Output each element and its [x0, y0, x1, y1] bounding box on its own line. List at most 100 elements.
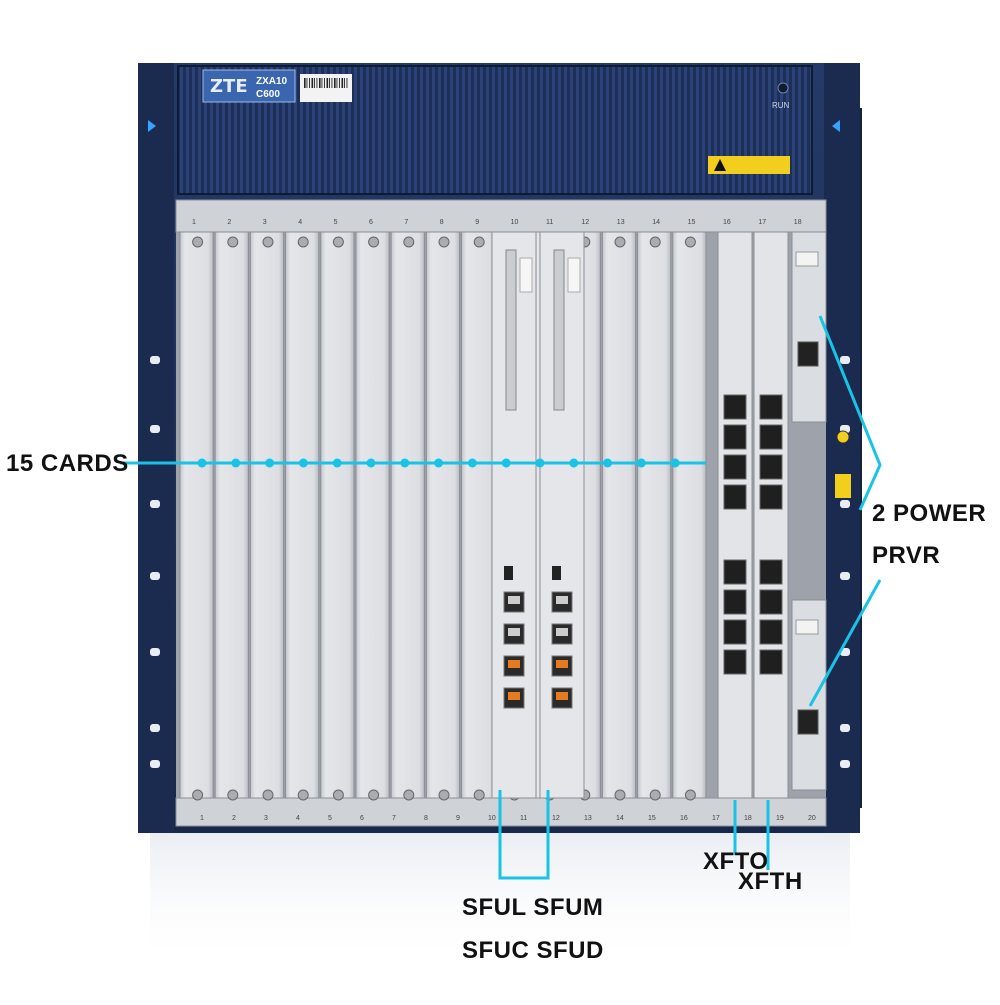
sfp-port-icon	[723, 559, 747, 585]
xft-card	[717, 231, 753, 799]
bottom-slot-number: 4	[296, 815, 300, 822]
port-led-icon	[556, 660, 568, 668]
card-screw-icon	[332, 236, 344, 248]
sfu-label-sticker	[567, 257, 581, 293]
sfu-label-sticker	[519, 257, 533, 293]
card-slot	[637, 231, 672, 799]
top-slot-number: 7	[404, 219, 408, 226]
mounting-hole-icon	[150, 572, 160, 580]
mounting-hole-icon	[840, 500, 850, 508]
top-slot-number: 14	[652, 219, 660, 226]
mounting-hole-icon	[840, 356, 850, 364]
sfp-port-icon	[759, 589, 783, 615]
card-screw-icon	[684, 789, 696, 801]
model-line1: ZXA10	[256, 76, 288, 87]
bottom-slot-number: 14	[616, 815, 624, 822]
barcode-bar	[309, 78, 310, 88]
port-led-icon	[508, 628, 520, 636]
port-led-icon	[556, 692, 568, 700]
card-screw-icon	[438, 236, 450, 248]
card-screw-icon	[684, 236, 696, 248]
card-screw-icon	[649, 236, 661, 248]
power-label-sticker	[795, 251, 819, 267]
left-arrow-icon	[148, 120, 156, 132]
sfp-port-icon	[723, 649, 747, 675]
barcode-bar	[316, 78, 318, 88]
usb-port-icon	[504, 566, 513, 580]
ground-icon	[836, 430, 850, 444]
card-slot	[179, 231, 214, 799]
barcode-bar	[346, 78, 348, 88]
barcode-bar	[336, 78, 338, 88]
barcode-bar	[324, 78, 325, 88]
mounting-hole-icon	[150, 760, 160, 768]
top-slot-number: 5	[334, 219, 338, 226]
card-screw-icon	[368, 789, 380, 801]
sfu-card-handle	[505, 249, 517, 411]
barcode-bar	[319, 78, 321, 88]
barcode-bar	[306, 78, 308, 88]
card-screw-icon	[473, 236, 485, 248]
brand-logo: ZTE	[210, 76, 248, 97]
bottom-slot-number: 19	[776, 815, 784, 822]
card-screw-icon	[368, 236, 380, 248]
sfp-port-icon	[759, 424, 783, 450]
power-callout-label: 2 POWER	[872, 500, 987, 527]
top-slot-number: 12	[581, 219, 589, 226]
card-screw-icon	[297, 236, 309, 248]
barcode-bar	[344, 78, 345, 88]
card-slot	[285, 231, 320, 799]
card-slot	[601, 231, 637, 799]
barcode-bar	[314, 78, 315, 88]
bottom-slot-number: 18	[744, 815, 752, 822]
bottom-slot-number: 9	[456, 815, 460, 822]
card-screw-icon	[192, 236, 204, 248]
power-bottom-callout-line	[808, 579, 882, 707]
cards-callout-dot	[603, 458, 613, 468]
card-slot	[390, 231, 425, 799]
cards-callout-dot	[231, 458, 241, 468]
card-screw-icon	[649, 789, 661, 801]
cards-callout-dot	[366, 458, 376, 468]
barcode-bar	[311, 78, 314, 88]
bottom-slot-number: 2	[232, 815, 236, 822]
cards-callout-dots	[197, 458, 680, 468]
barcode-bar	[329, 78, 330, 88]
mounting-hole-icon	[150, 724, 160, 732]
brand-plate	[202, 69, 296, 103]
power-connector-icon	[797, 709, 819, 735]
warning-sticker	[708, 156, 790, 174]
power-top-callout-line	[818, 315, 882, 511]
top-slot-number: 15	[688, 219, 696, 226]
usb-port-icon	[552, 566, 561, 580]
sfp-port-icon	[723, 589, 747, 615]
top-slot-number: 2	[227, 219, 231, 226]
card-screw-icon	[297, 789, 309, 801]
top-slot-number: 3	[263, 219, 267, 226]
sfuc-sfud-callout-label: SFUC SFUD	[462, 937, 604, 964]
card-slot	[320, 231, 355, 799]
left-mounting-ear	[138, 63, 174, 833]
top-slot-number: 10	[511, 219, 519, 226]
barcode-bar	[341, 78, 344, 88]
top-fan-panel-border	[177, 65, 813, 195]
top-slot-number: 8	[440, 219, 444, 226]
card-slot	[461, 231, 496, 799]
port-led-icon	[556, 596, 568, 604]
esd-sticker	[835, 474, 851, 498]
card-screw-icon	[614, 789, 626, 801]
card-slot	[355, 231, 390, 799]
barcode-bar	[334, 78, 336, 88]
cards-callout-dot	[467, 458, 477, 468]
bottom-slot-number: 1	[200, 815, 204, 822]
card-screw-icon	[192, 789, 204, 801]
barcode-bar	[331, 78, 333, 88]
bottom-slot-number: 15	[648, 815, 656, 822]
mounting-hole-icon	[150, 425, 160, 433]
card-screw-icon	[614, 236, 626, 248]
card-screw-icon	[262, 236, 274, 248]
bottom-slot-number: 6	[360, 815, 364, 822]
sfu-callout-bracket	[498, 790, 550, 880]
